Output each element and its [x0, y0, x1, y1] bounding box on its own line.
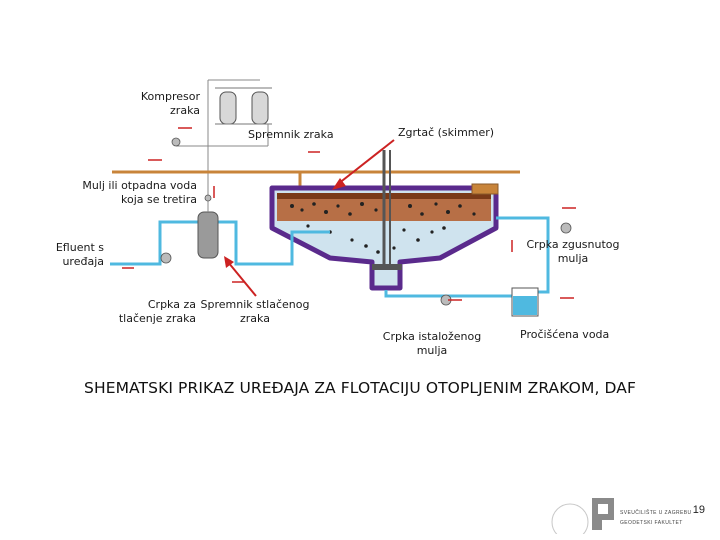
recycle-piping: [110, 216, 550, 298]
skimmer-arrow: [332, 139, 395, 190]
faculty-logo: SVEUČILIŠTE U ZAGREBU GEODETSKI FAKULTET: [542, 492, 702, 540]
influent-pipe: [112, 170, 520, 188]
label-air-tank: Spremnik zraka: [248, 128, 334, 141]
diagram-caption: SHEMATSKI PRIKAZ UREĐAJA ZA FLOTACIJU OT…: [84, 379, 636, 397]
label-clean-water: Pročišćena voda: [520, 328, 610, 341]
compressor-unit: [171, 79, 272, 196]
tank-arrow: [224, 256, 257, 297]
page-number: 19: [692, 504, 705, 516]
logo-text-faculty: GEODETSKI FAKULTET: [620, 520, 683, 526]
clean-water-tank: [511, 287, 539, 317]
thickened-sludge-pump: [560, 222, 572, 234]
label-skimmer: Zgrtač (skimmer): [398, 126, 495, 139]
flotation-tank: [269, 150, 499, 291]
pressurized-air-tank: [197, 194, 219, 259]
flotation-particles: [290, 202, 476, 254]
pressurizing-pump: [160, 252, 172, 264]
logo-text-university: SVEUČILIŠTE U ZAGREBU: [620, 510, 692, 516]
label-markers: [122, 127, 576, 301]
